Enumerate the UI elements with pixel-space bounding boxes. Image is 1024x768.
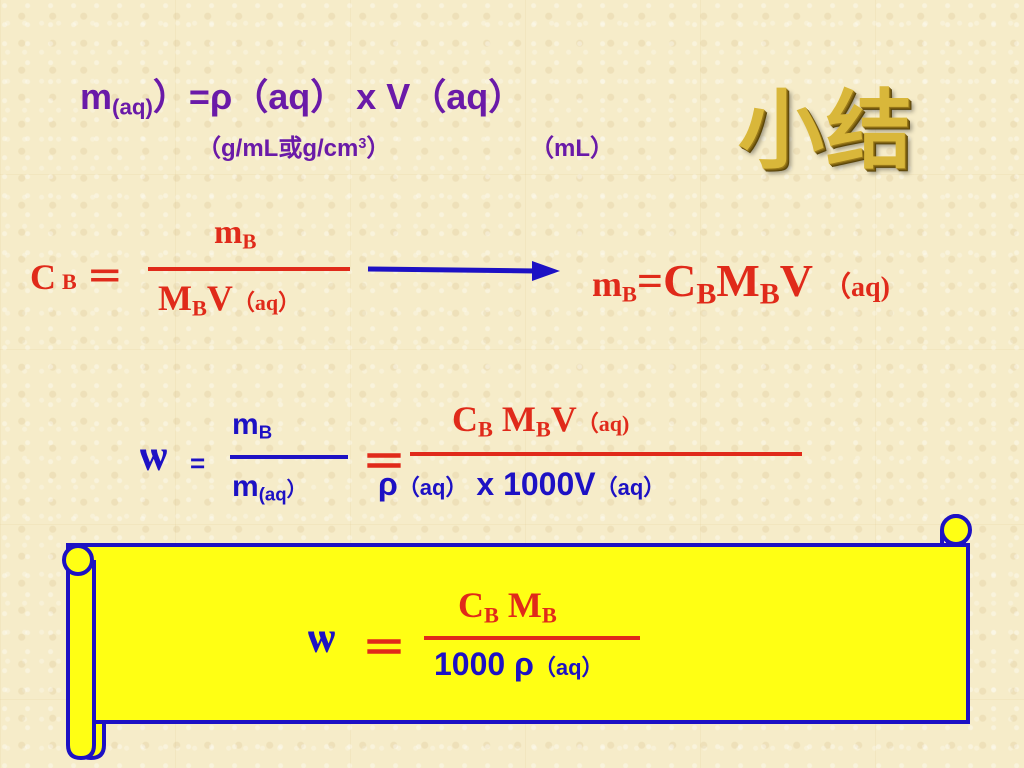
omega2-fraction-bar <box>410 452 802 456</box>
c-subscript: B <box>62 269 77 294</box>
fraction-bar <box>148 267 350 271</box>
num-m: m <box>214 214 243 251</box>
result-m-sub: B <box>622 281 637 307</box>
omega2-denominator: ρ（aq） x 1000V（aq） <box>378 466 665 503</box>
density-units-sup: 3 <box>358 136 367 153</box>
mass-equation-rest: ）=ρ（aq） x V（aq） <box>152 76 525 117</box>
den2-rho: ρ <box>378 466 398 502</box>
result-eq-c: =C <box>636 255 697 306</box>
mass-result: mB=CBMBV（aq) <box>592 254 890 312</box>
omega-numerator: mB <box>232 408 272 444</box>
result-c-sub: B <box>696 277 717 311</box>
num2-m: M <box>492 399 536 439</box>
num2-v: V <box>550 399 577 439</box>
result-fraction-bar <box>424 636 640 640</box>
den-aq: （aq） <box>232 290 301 315</box>
den2-aq: （aq） <box>397 475 468 500</box>
num2-aq: （aq) <box>576 411 630 436</box>
mass-subscript: (aq) <box>112 94 153 120</box>
mass-symbol: m <box>80 76 113 117</box>
omega-den-close: ） <box>286 479 307 501</box>
result-v: V <box>779 255 814 306</box>
scroll-banner <box>62 514 972 761</box>
res-num-c: C <box>458 585 484 625</box>
fraction-numerator: mB <box>214 214 256 254</box>
result-numerator: CB MB <box>458 584 557 629</box>
fraction-denominator: MBV（aq） <box>158 277 300 322</box>
result-omega: ѡ <box>308 613 336 662</box>
result-M: M <box>716 255 760 306</box>
den2-rest: x 1000V <box>467 466 596 502</box>
c-symbol: C <box>30 257 56 297</box>
res-num-m: M <box>498 585 542 625</box>
res-num-m-sub: B <box>541 602 557 628</box>
num2-c: C <box>452 399 478 439</box>
equals-small: = <box>190 448 206 478</box>
res-num-c-sub: B <box>484 602 499 628</box>
density-units: （g/mL或g/cm3） <box>197 128 390 163</box>
omega-num-sub: B <box>258 421 273 443</box>
equals-sign: ＝ <box>86 257 123 297</box>
num2-c-sub: B <box>478 416 493 442</box>
result-m: m <box>592 264 622 304</box>
omega-denominator: m(aq） <box>232 470 307 506</box>
arrow-right-icon <box>367 261 560 281</box>
volume-units: （mL） <box>530 135 614 162</box>
equals-big: ＝ <box>362 438 406 487</box>
num2-m-sub: B <box>535 416 551 442</box>
density-units-text: （g/mL或g/cm <box>197 135 359 162</box>
result-denominator: 1000 ρ（aq） <box>434 646 604 683</box>
omega2-numerator: CB MBV（aq) <box>452 398 629 443</box>
den-v: V <box>206 278 233 318</box>
num-sub: B <box>242 229 257 254</box>
result-equals: ＝ <box>362 624 406 673</box>
result-aq: （aq) <box>823 272 890 303</box>
res-den: 1000 ρ <box>434 646 534 682</box>
den-m: M <box>158 278 192 318</box>
den-m-sub: B <box>191 295 207 321</box>
omega-den-m: m <box>232 470 259 503</box>
omega-den-sub: (aq <box>258 483 287 505</box>
slide-title: 小结 <box>738 80 914 181</box>
result-M-sub: B <box>759 277 780 311</box>
omega-fraction-bar <box>230 455 348 459</box>
omega-num-m: m <box>232 408 259 441</box>
den2-aq2: （aq） <box>595 475 666 500</box>
density-units-close: ） <box>366 135 391 162</box>
mass-equation: m(aq)）=ρ（aq） x V（aq） <box>80 68 524 121</box>
res-den-aq: （aq） <box>533 655 604 680</box>
omega-symbol: ѡ <box>140 431 168 480</box>
